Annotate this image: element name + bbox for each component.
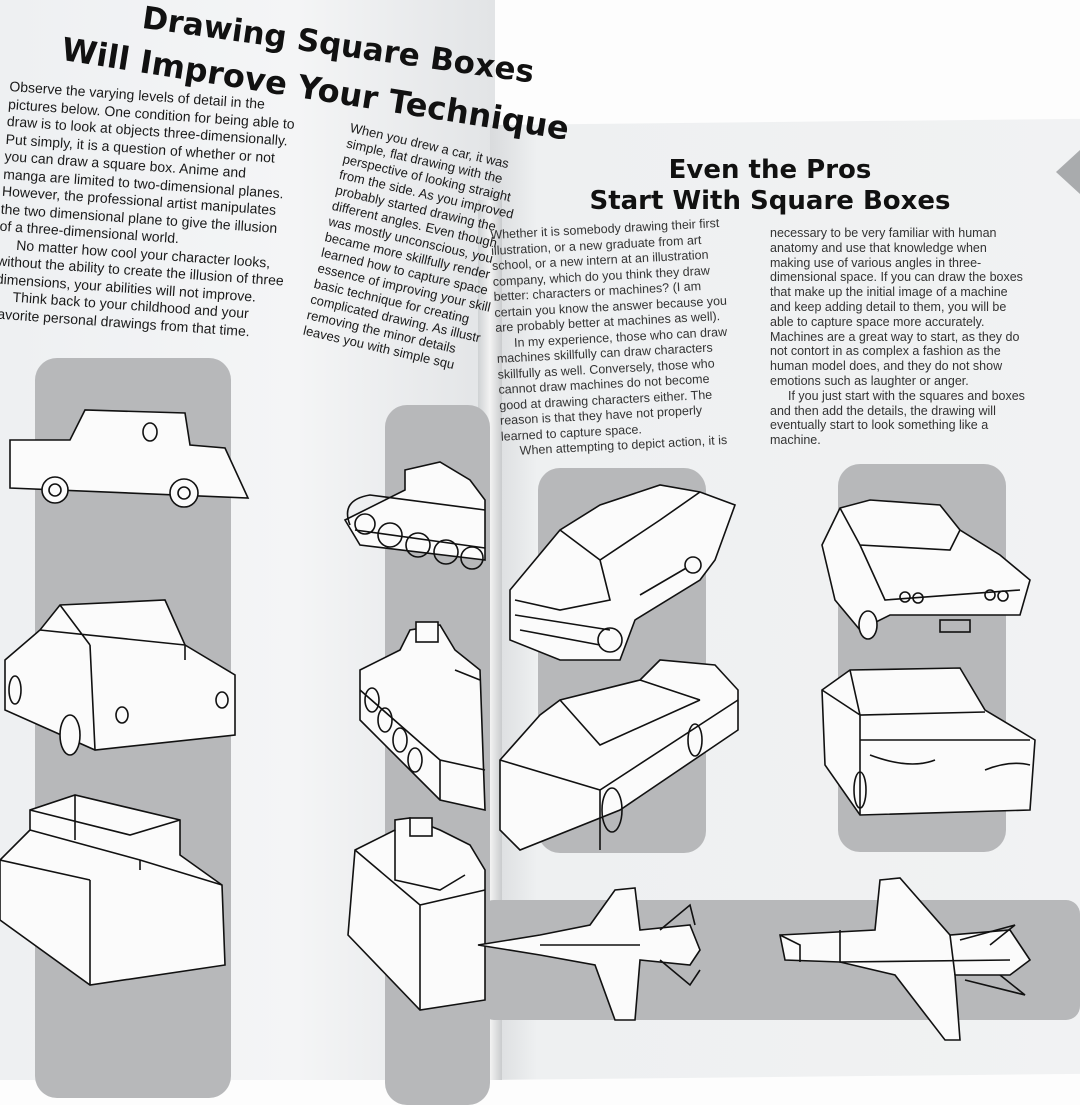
- page-tab-marker: [1056, 150, 1080, 194]
- text-line: human model does, and they do not show: [770, 359, 1003, 374]
- text-line: able to capture space more accurately.: [770, 314, 985, 329]
- text-line: not contort in as complex a fashion as t…: [770, 344, 1001, 359]
- detailed-jet-drawing: [477, 887, 701, 1021]
- simple-3d-car-drawing: [4, 599, 236, 756]
- text-line: eventually start to look something like …: [770, 418, 989, 433]
- tank-side-drawing: [343, 461, 486, 570]
- right-title-line2: Start With Square Boxes: [589, 186, 951, 216]
- text-line: dimensional space. If you can draw the b…: [770, 270, 1023, 285]
- detailed-car-rear-drawing: [821, 499, 1031, 640]
- text-line: anatomy and use that knowledge when: [770, 240, 987, 255]
- text-line: necessary to be very familiar with human: [770, 226, 997, 240]
- flat-car-drawing: [9, 409, 250, 508]
- tank-3d-drawing: [359, 621, 486, 812]
- tank-box-drawing: [347, 817, 486, 1011]
- text-line: that make up the initial image of a mach…: [770, 285, 1008, 300]
- text-line: machine.: [770, 433, 821, 448]
- text-line: making use of various angles in three-: [770, 255, 982, 270]
- right-column-2: necessary to be very familiar with human…: [770, 226, 1025, 448]
- box-car-rear-drawing: [821, 667, 1036, 816]
- text-line: and keep adding detail to them, you will…: [770, 299, 1007, 314]
- box-car-front-drawing: [499, 659, 739, 851]
- text-line: emotions such as laughter or anger.: [770, 373, 969, 388]
- box-car-drawing: [0, 794, 226, 986]
- box-jet-drawing: [779, 877, 1032, 1041]
- text-line: If you just start with the squares and b…: [788, 388, 1025, 403]
- text-line: Machines are a great way to start, as th…: [770, 329, 1020, 344]
- text-line: and then add the details, the drawing wi…: [770, 403, 996, 418]
- detailed-car-front-drawing: [509, 484, 737, 661]
- line-art-illustrations: [0, 409, 1036, 1041]
- right-title-line1: Even the Pros: [668, 155, 872, 185]
